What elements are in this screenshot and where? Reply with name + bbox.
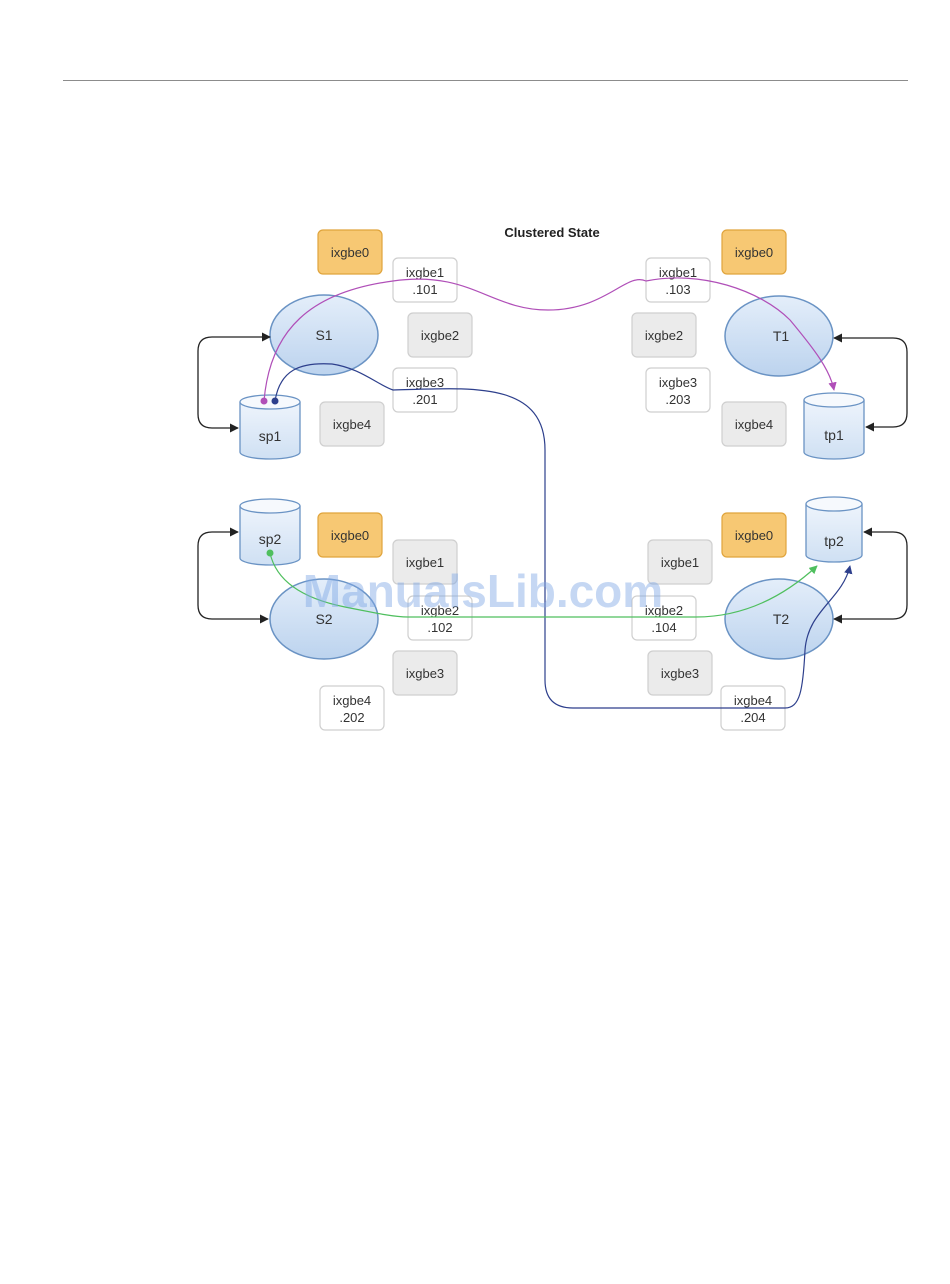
iface-s2-ixgbe4-name: ixgbe4 (333, 693, 371, 708)
iface-s2-ixgbe4: ixgbe4 .202 (320, 686, 384, 730)
iface-s1-ixgbe3-addr: .201 (412, 392, 437, 407)
iface-t1-ixgbe0: ixgbe0 (722, 230, 786, 274)
iface-s1-ixgbe4-name: ixgbe4 (333, 417, 371, 432)
iface-t1-ixgbe0-name: ixgbe0 (735, 245, 773, 260)
pool-sp2-label: sp2 (259, 531, 282, 547)
iface-s2-ixgbe2-addr: .102 (427, 620, 452, 635)
iface-s1-ixgbe1-name: ixgbe1 (406, 265, 444, 280)
iface-t1-ixgbe3-name: ixgbe3 (659, 375, 697, 390)
iface-s2-ixgbe4-addr: .202 (339, 710, 364, 725)
iface-s1-ixgbe2: ixgbe2 (408, 313, 472, 357)
iface-s1-ixgbe0: ixgbe0 (318, 230, 382, 274)
watermark-text: ManualsLib.com (303, 565, 663, 617)
node-t2: T2 (725, 579, 833, 659)
iface-s1-ixgbe1-addr: .101 (412, 282, 437, 297)
iface-t1-ixgbe2: ixgbe2 (632, 313, 696, 357)
iface-s1-ixgbe0-name: ixgbe0 (331, 245, 369, 260)
iface-s2-ixgbe0: ixgbe0 (318, 513, 382, 557)
pool-tp2-label: tp2 (824, 533, 844, 549)
pool-tp1: tp1 (804, 393, 864, 459)
node-s1: S1 (270, 295, 378, 375)
iface-s2-ixgbe3: ixgbe3 (393, 651, 457, 695)
node-t1-label: T1 (773, 328, 790, 344)
iface-s1-ixgbe4: ixgbe4 (320, 402, 384, 446)
pool-sp1-label: sp1 (259, 428, 282, 444)
pool-sp1: sp1 (240, 395, 300, 459)
link-magenta-origin (261, 398, 268, 405)
pool-tp2: tp2 (806, 497, 862, 562)
iface-s1-ixgbe2-name: ixgbe2 (421, 328, 459, 343)
iface-t2-ixgbe2-addr: .104 (651, 620, 676, 635)
iface-t1-ixgbe4-name: ixgbe4 (735, 417, 773, 432)
iface-t1-ixgbe2-name: ixgbe2 (645, 328, 683, 343)
node-s1-label: S1 (315, 327, 332, 343)
pool-tp1-label: tp1 (824, 427, 844, 443)
node-t2-label: T2 (773, 611, 790, 627)
iface-t1-ixgbe1-addr: .103 (665, 282, 690, 297)
diagram-title: Clustered State (504, 225, 599, 240)
iface-s2-ixgbe3-name: ixgbe3 (406, 666, 444, 681)
iface-t1-ixgbe4: ixgbe4 (722, 402, 786, 446)
iface-t1-ixgbe3-addr: .203 (665, 392, 690, 407)
node-t1: T1 (725, 296, 833, 376)
iface-t2-ixgbe3-name: ixgbe3 (661, 666, 699, 681)
iface-t2-ixgbe0: ixgbe0 (722, 513, 786, 557)
iface-t2-ixgbe0-name: ixgbe0 (735, 528, 773, 543)
iface-s2-ixgbe0-name: ixgbe0 (331, 528, 369, 543)
iface-t2-ixgbe3: ixgbe3 (648, 651, 712, 695)
link-navy-origin (272, 398, 279, 405)
link-green-origin (267, 550, 274, 557)
iface-t2-ixgbe4-name: ixgbe4 (734, 693, 772, 708)
iface-s1-ixgbe3-name: ixgbe3 (406, 375, 444, 390)
iface-t2-ixgbe4-addr: .204 (740, 710, 765, 725)
iface-t1-ixgbe3: ixgbe3 .203 (646, 368, 710, 412)
iface-t2-ixgbe1-name: ixgbe1 (661, 555, 699, 570)
